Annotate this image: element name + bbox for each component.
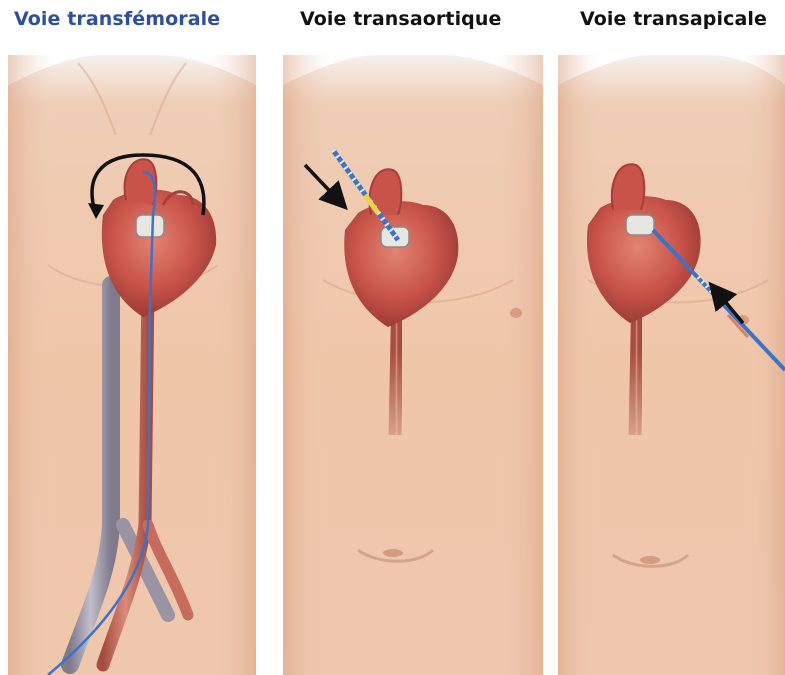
torso-illustration-transfemoral (8, 55, 256, 675)
panel-transaortic (283, 55, 543, 675)
panel-transfemoral (8, 55, 256, 675)
valve-icon (136, 215, 164, 237)
nipple (510, 308, 522, 318)
navel (383, 549, 403, 557)
title-transapical: Voie transapicale (580, 8, 767, 30)
torso-illustration-transapical (558, 55, 785, 675)
torso-illustration-transaortic (283, 55, 543, 675)
navel (640, 556, 660, 564)
title-transaortic: Voie transaortique (300, 8, 502, 30)
valve-icon (626, 215, 654, 235)
panel-transapical (558, 55, 785, 675)
title-transfemoral: Voie transfémorale (14, 8, 220, 30)
